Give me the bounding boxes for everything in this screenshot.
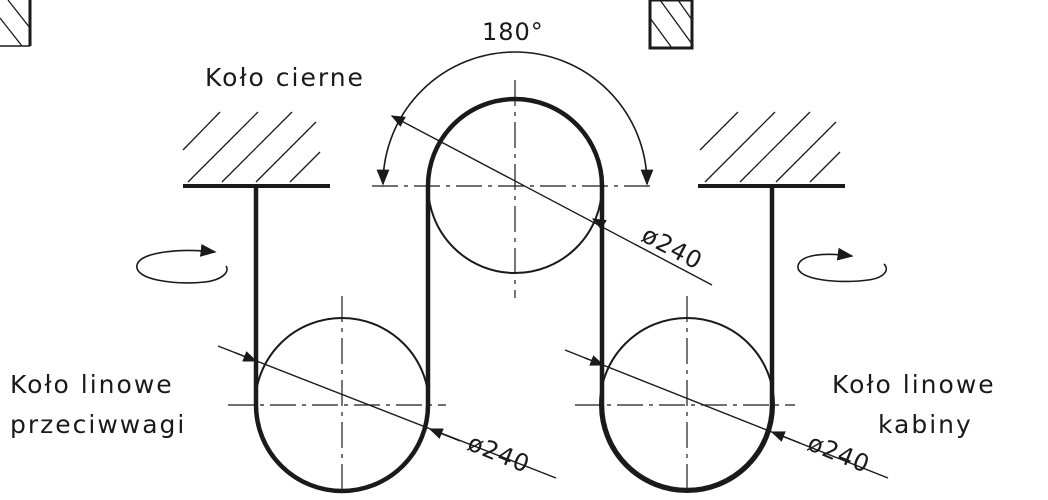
rope-path [253,96,775,494]
diameter-label-left: ø240 [464,429,534,479]
top-left-wall-fragment [0,0,32,47]
rotation-arrow-right-icon [797,247,888,283]
diameter-label-top: ø240 [637,221,707,276]
wrap-angle-label: 180° [482,18,544,46]
diameter-line-left [217,345,557,479]
right-ceiling-support [698,111,845,188]
rotation-arrow-left-icon [136,244,228,284]
top-right-wall-fragment [648,0,694,50]
left-ceiling-support [182,111,330,188]
counterweight-wheel-label-line2: przeciwwagi [10,410,186,439]
counterweight-wheel-label-line1: Koło linowe [10,370,174,399]
diameter-label-right: ø240 [804,429,874,479]
cabin-wheel-label-line2: kabiny [878,410,973,439]
diameter-line-right [564,349,889,479]
center-lines [228,80,795,495]
diameter-line-top [390,115,713,286]
friction-wheel-label: Koło cierne [205,63,365,92]
cabin-wheel-label-line1: Koło linowe [832,370,996,399]
